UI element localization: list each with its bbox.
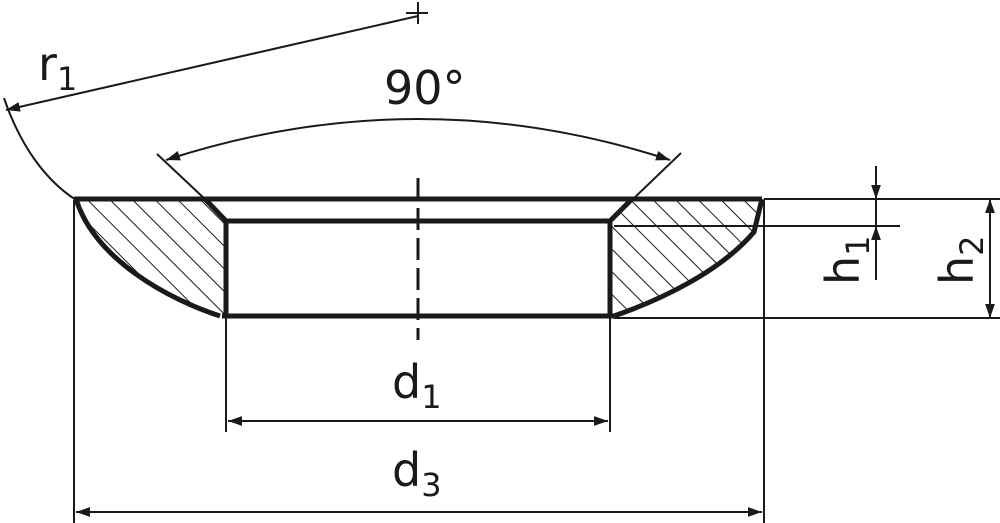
radius-dimension bbox=[3, 2, 428, 201]
angle-dimension bbox=[156, 118, 682, 202]
angle-label: 90° bbox=[384, 61, 466, 115]
h2-label: h2 bbox=[930, 235, 991, 285]
h1-label: h1 bbox=[816, 235, 877, 285]
left-section-hatch bbox=[76, 199, 226, 316]
r1-label: r1 bbox=[38, 37, 77, 98]
d3-label: d3 bbox=[392, 443, 442, 504]
d1-dimension bbox=[225, 318, 611, 432]
right-section-hatch bbox=[610, 199, 760, 316]
height-extension-lines bbox=[614, 198, 1000, 319]
d1-label: d1 bbox=[392, 355, 442, 416]
d3-dimension bbox=[73, 200, 765, 523]
